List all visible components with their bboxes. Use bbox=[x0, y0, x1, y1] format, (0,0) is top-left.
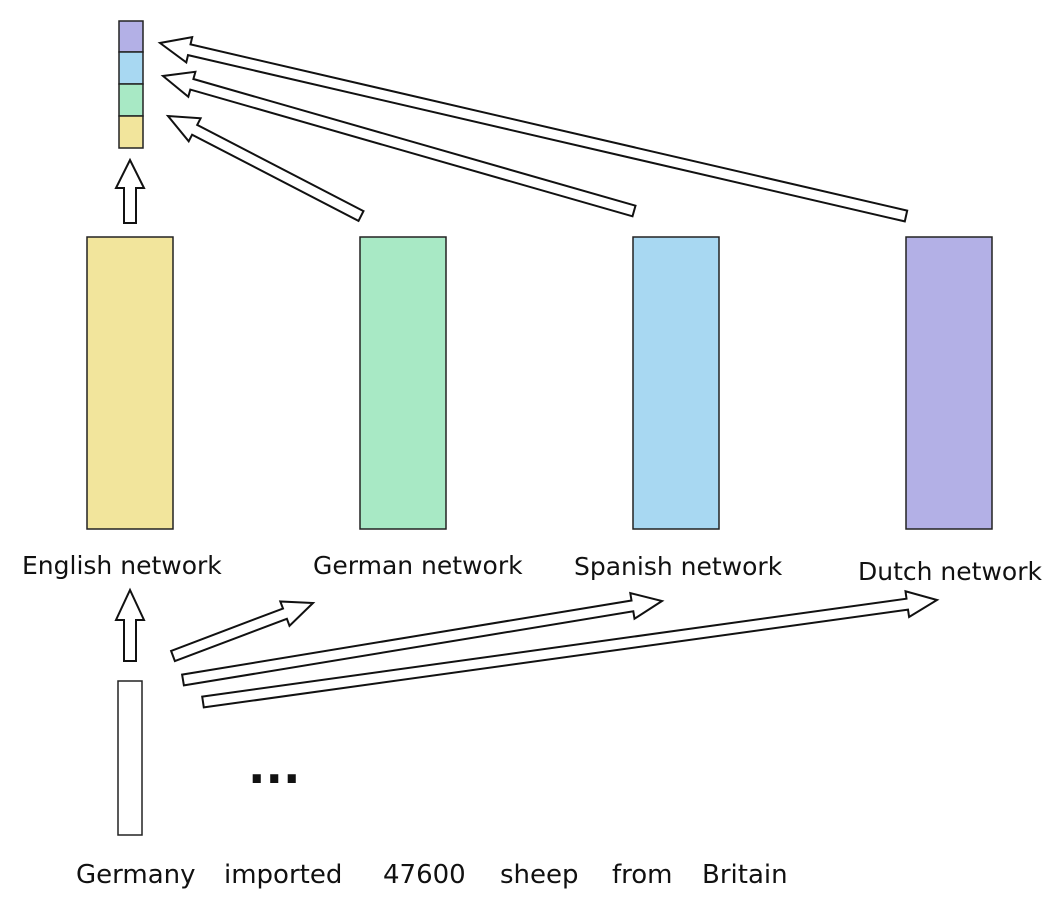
sentence-word: sheep bbox=[500, 860, 579, 890]
spanish-network-box bbox=[632, 236, 720, 530]
arrow-english-to-output bbox=[114, 157, 146, 224]
sentence-word: Britain bbox=[702, 860, 788, 890]
concatenated-output-vector bbox=[118, 20, 144, 149]
sentence-word: imported bbox=[224, 860, 342, 890]
german-network-label: German network bbox=[313, 551, 523, 580]
output-segment-spanish bbox=[118, 51, 144, 85]
arrow-input-to-german bbox=[169, 600, 316, 663]
arrow-dutch-to-output bbox=[157, 35, 909, 223]
sentence-word: 47600 bbox=[383, 860, 466, 890]
english-network-box bbox=[86, 236, 174, 530]
spanish-network-label: Spanish network bbox=[574, 552, 783, 581]
arrows-group bbox=[114, 35, 940, 709]
dutch-network-label: Dutch network bbox=[858, 557, 1042, 586]
arrow-german-to-output bbox=[165, 114, 365, 223]
output-segment-english bbox=[118, 115, 144, 149]
sentence-word: Germany bbox=[76, 860, 196, 890]
input-word-vector bbox=[117, 680, 143, 836]
output-segment-german bbox=[118, 83, 144, 117]
english-network-label: English network bbox=[22, 551, 222, 580]
output-segment-dutch bbox=[118, 20, 144, 53]
german-network-box bbox=[359, 236, 447, 530]
arrow-input-to-english bbox=[114, 587, 146, 662]
sentence-word: from bbox=[612, 860, 673, 890]
dutch-network-box bbox=[905, 236, 993, 530]
arrow-input-to-dutch bbox=[201, 589, 940, 709]
arrow-spanish-to-output bbox=[160, 70, 637, 218]
arrow-input-to-spanish bbox=[180, 591, 665, 687]
ellipsis: ... bbox=[248, 740, 300, 794]
